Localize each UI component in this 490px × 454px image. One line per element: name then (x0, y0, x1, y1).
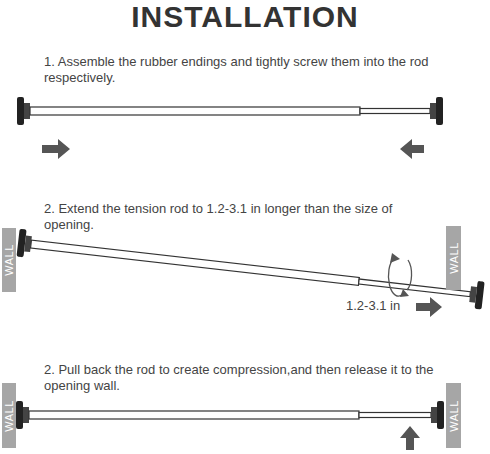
rotate-arrow (388, 253, 411, 297)
arrow (400, 139, 424, 159)
tension-rod (16, 229, 484, 310)
step-text: 1. Assemble the rubber endings and tight… (44, 54, 454, 86)
wall-band: WALL (446, 383, 461, 448)
step-text: 2. Extend the tension rod to 1.2-3.1 in … (44, 201, 444, 233)
title: INSTALLATION (0, 0, 490, 34)
tension-rod (17, 97, 443, 125)
wall-label: WALL (448, 242, 460, 274)
wall-band: WALL (2, 228, 16, 292)
wall-label: WALL (448, 400, 460, 432)
wall-band: WALL (446, 226, 461, 290)
wall-band: WALL (2, 383, 16, 448)
arrow (416, 297, 442, 317)
arrow (42, 139, 70, 159)
dimension-label: 1.2-3.1 in (346, 298, 400, 314)
arrow (400, 426, 420, 450)
wall-label: WALL (3, 244, 15, 276)
step-text: 2. Pull back the rod to create compressi… (44, 362, 444, 394)
tension-rod (16, 401, 444, 429)
wall-label: WALL (3, 400, 15, 432)
